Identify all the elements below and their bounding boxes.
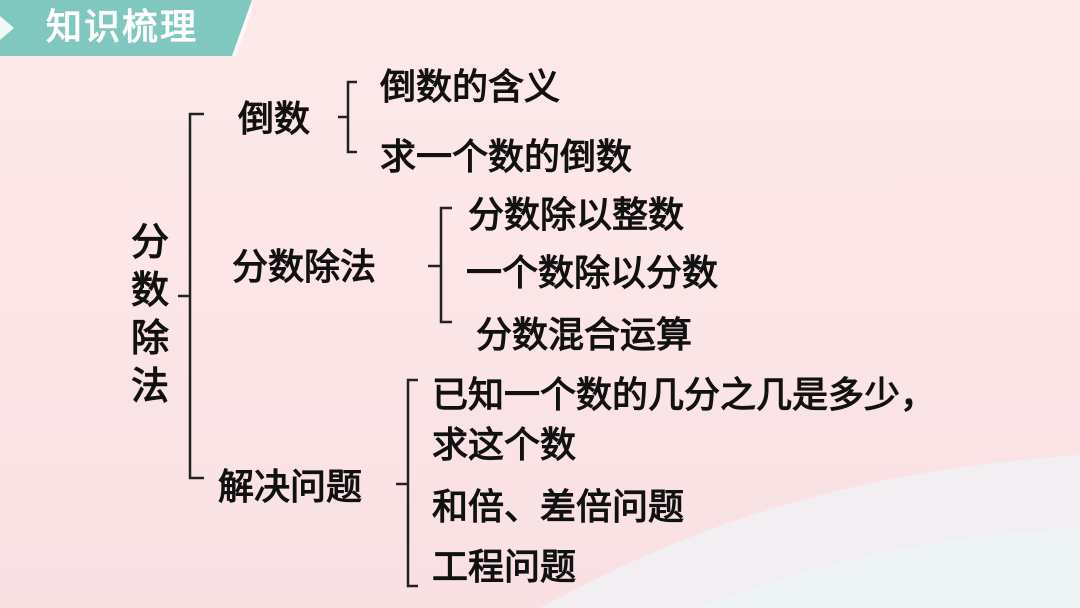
node-known-fraction-line1: 已知一个数的几分之几是多少， xyxy=(432,375,937,416)
node-known-fraction-line2: 求这个数 xyxy=(432,425,577,466)
branch-label-fraction-division: 分数除法 xyxy=(232,247,377,288)
node-fraction-div-integer: 分数除以整数 xyxy=(468,195,685,236)
root-label: 分数除法 xyxy=(130,220,169,408)
node-work-problems: 工程问题 xyxy=(432,547,577,588)
node-find-reciprocal: 求一个数的倒数 xyxy=(380,137,633,178)
branch-label-reciprocal: 倒数 xyxy=(238,99,311,140)
node-reciprocal-meaning: 倒数的含义 xyxy=(380,67,561,108)
page-title: 知识梳理 xyxy=(46,7,199,48)
title-tab xyxy=(0,0,252,56)
node-number-div-fraction: 一个数除以分数 xyxy=(466,253,719,294)
branch-label-problem-solving: 解决问题 xyxy=(218,467,363,508)
node-sum-difference-multiples: 和倍、差倍问题 xyxy=(432,487,685,528)
node-mixed-operations: 分数混合运算 xyxy=(476,315,693,356)
